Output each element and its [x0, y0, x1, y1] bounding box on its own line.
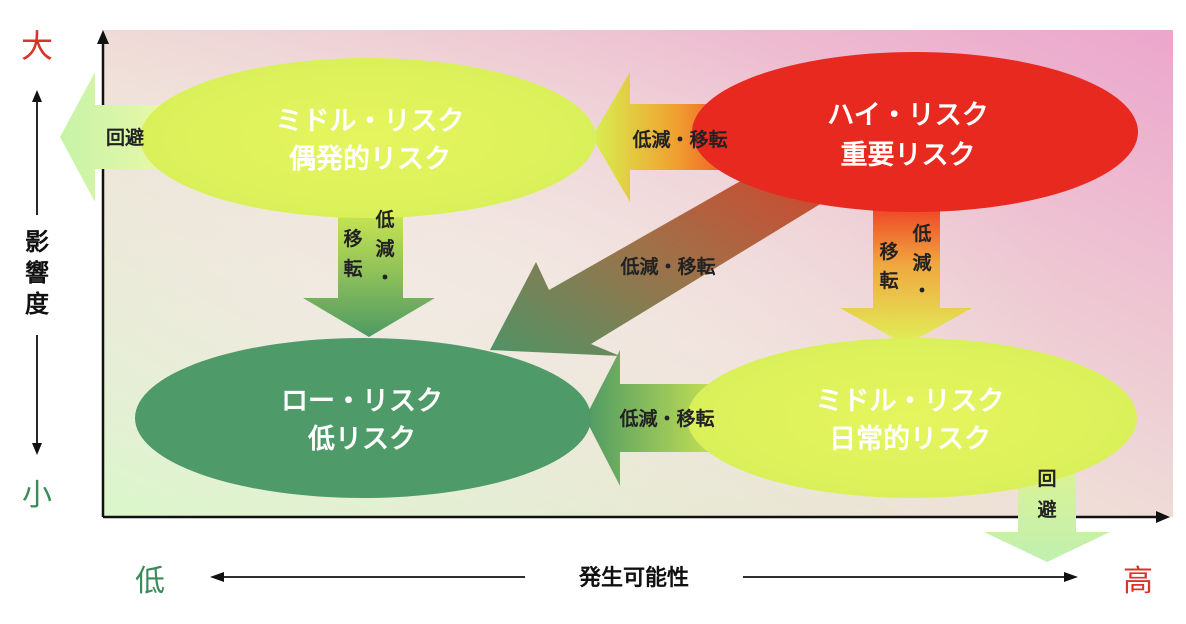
edge-middle-down-char-3: ・ [375, 267, 394, 289]
y-axis-bottom-label: 小 [22, 478, 52, 513]
edge-high-down-char-2: 減 [912, 251, 931, 274]
high-diagonal-arrow [490, 150, 835, 356]
node-middle-daily-line2: 日常的リスク [829, 423, 991, 455]
x-scale-arrowhead-left [210, 572, 224, 582]
x-axis-title: 発生可能性 [578, 565, 689, 591]
avoid-down-arrow [984, 452, 1110, 562]
node-middle-contingent-line1: ミドル・リスク [276, 106, 465, 137]
node-low-risk [135, 338, 591, 498]
node-middle-daily-line1: ミドル・リスク [816, 386, 1005, 417]
x-axis-right-label: 高 [1123, 564, 1153, 599]
y-axis-top-label: 大 [21, 27, 53, 65]
y-axis-title-char-1: 影 [25, 228, 49, 256]
edge-avoid-down-char-2: 避 [1037, 498, 1056, 521]
y-axis-title-char-3: 度 [25, 290, 50, 318]
node-middle-contingent [140, 58, 596, 218]
node-middle-contingent-line2: 偶発的リスク [289, 143, 451, 175]
y-scale-arrowhead-bottom [32, 443, 42, 455]
avoid-left-arrow [60, 72, 170, 202]
edge-middle-down-char-5: 転 [343, 258, 362, 280]
y-scale-arrowhead-top [32, 90, 42, 102]
x-scale-arrowhead-right [1064, 572, 1078, 582]
y-axis-title-char-2: 響 [25, 259, 49, 287]
high-down-arrow [840, 200, 972, 345]
edge-high-down-char-4: 移 [879, 240, 898, 263]
x-axis-arrowhead [1156, 511, 1170, 523]
edge-high-down-char-1: 低 [911, 222, 931, 245]
edge-middle-down-char-1: 低 [374, 208, 394, 231]
x-axis-left-label: 低 [135, 564, 165, 599]
edge-high-down-char-5: 転 [879, 270, 898, 292]
middle-down-arrow [303, 205, 435, 337]
node-high-line2: 重要リスク [841, 140, 976, 171]
edge-daily-to-low-label: 低減・移転 [618, 407, 714, 430]
edge-middle-down-char-4: 移 [343, 227, 362, 250]
edge-avoid-down-char-1: 回 [1037, 468, 1056, 490]
node-low-line2: 低リスク [307, 424, 416, 455]
edge-high-down-char-3: ・ [912, 280, 931, 302]
node-middle-daily [687, 338, 1137, 498]
edge-high-diagonal-label: 低減・移転 [619, 255, 715, 278]
daily-to-low-arrow [585, 350, 745, 486]
node-low-line1: ロー・リスク [281, 386, 443, 417]
edge-avoid-left-label: 回避 [106, 126, 144, 149]
node-high-line1: ハイ・リスク [827, 100, 988, 131]
node-high-risk [692, 52, 1138, 212]
y-axis-arrowhead [97, 30, 109, 44]
edge-high-to-middle-label: 低減・移転 [631, 128, 727, 151]
edge-middle-down-char-2: 減 [375, 237, 394, 260]
